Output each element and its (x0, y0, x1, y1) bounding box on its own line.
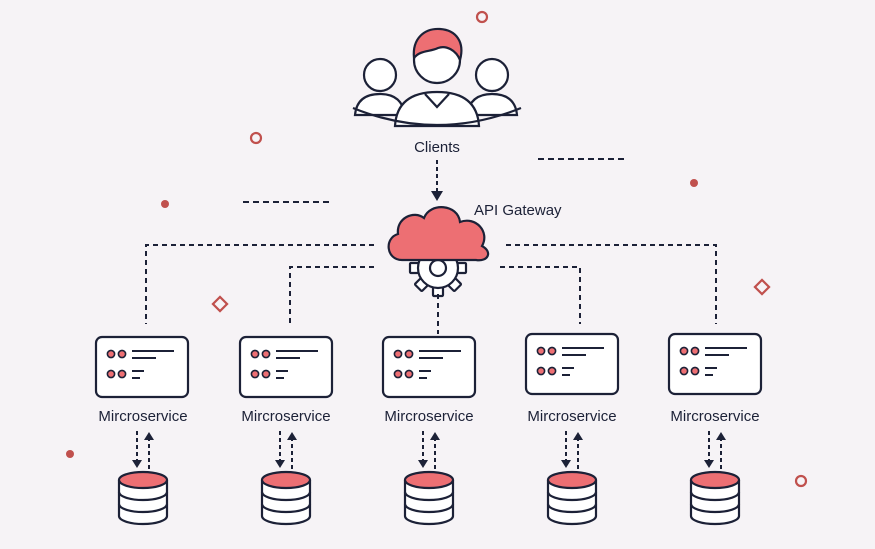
data-flow-arrows (703, 430, 727, 470)
microservice-label: Mircroservice (670, 408, 760, 425)
clients-to-gateway-arrow (431, 160, 443, 201)
data-flow-arrows (560, 430, 584, 470)
database-icon (117, 470, 169, 526)
data-flow-arrows (417, 430, 441, 470)
deco-ring (794, 474, 808, 488)
deco-ring (475, 10, 489, 24)
api-gateway-icon (387, 206, 490, 298)
microservice-label: Mircroservice (241, 408, 331, 425)
clients-label: Clients (414, 139, 460, 156)
microservice-card (524, 332, 620, 396)
deco-dash-lines (243, 158, 626, 203)
database-icon (689, 470, 741, 526)
microservice-card (381, 335, 477, 399)
database-icon (546, 470, 598, 526)
database-icon (403, 470, 455, 526)
microservice-label: Mircroservice (384, 408, 474, 425)
deco-dot (690, 179, 698, 187)
deco-diamond (753, 278, 771, 296)
api-gateway-label: API Gateway (474, 202, 562, 219)
cloud-icon (387, 206, 490, 262)
deco-ring (249, 131, 263, 145)
database-icon (260, 470, 312, 526)
clients-icon (352, 27, 522, 128)
microservice-card (94, 335, 190, 399)
microservice-card (667, 332, 763, 396)
deco-diamond (211, 295, 229, 313)
microservice-label: Mircroservice (527, 408, 617, 425)
deco-dot (161, 200, 169, 208)
deco-dot (66, 450, 74, 458)
gateway-connectors (145, 244, 717, 334)
microservice-card (238, 335, 334, 399)
microservice-label: Mircroservice (98, 408, 188, 425)
data-flow-arrows (274, 430, 298, 470)
data-flow-arrows (131, 430, 155, 470)
decorations (66, 10, 808, 488)
